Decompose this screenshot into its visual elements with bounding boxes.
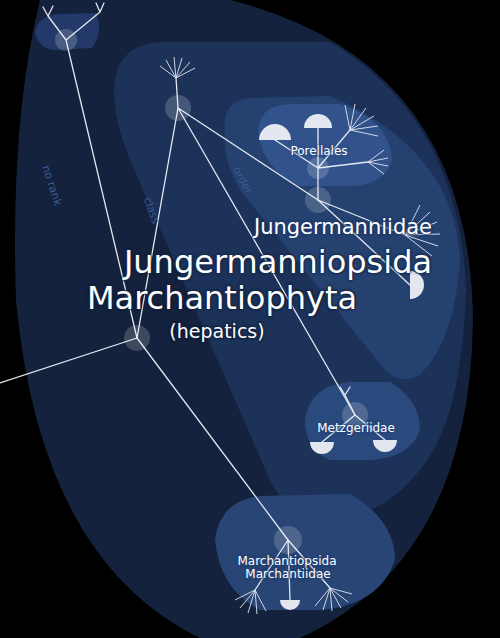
order-region: Porellales [254,100,396,190]
rank-label: no rank [40,163,63,206]
node-circles [55,29,368,554]
taxon-name: Jungermanniidae [254,217,432,238]
region-fill [258,104,392,186]
taxon-subname: (hepatics) [169,322,264,341]
rank-label: order [231,164,254,195]
class-region: MarchantiopsidaMarchantiidae [212,490,400,614]
region-fill [114,42,466,522]
region-fill [305,382,420,460]
subclass-region: Metzgeriidae [300,378,424,464]
branch-lines [0,3,410,600]
taxon-name: Marchantiophyta [87,282,357,314]
region-fill [215,494,395,610]
taxon-name: Jungermanniopsida [124,246,432,278]
taxon-name: Marchantiopsida [237,555,336,567]
minor-clade-region [35,13,99,50]
leaf-wedges [259,114,424,610]
taxon-subname: Marchantiidae [245,568,330,580]
taxon-name: Porellales [290,145,347,157]
leaf-fans [160,57,440,614]
taxon-name: Metzgeriidae [317,422,395,434]
rank-label: class [142,195,162,224]
region-fill [15,0,473,638]
region-outline [212,490,400,614]
region-fill [225,96,460,379]
region-outline [300,378,424,464]
